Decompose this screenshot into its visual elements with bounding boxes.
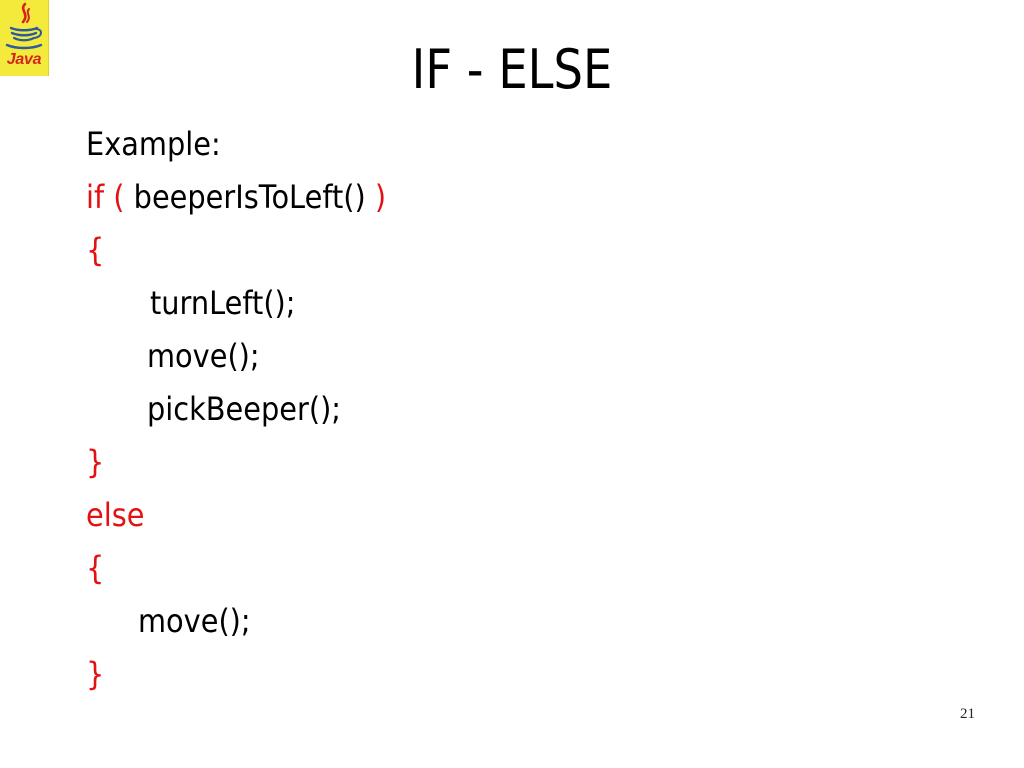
- slide-title: IF - ELSE: [411, 38, 613, 101]
- if-condition: beeperIsToLeft(): [133, 178, 366, 216]
- if-block-open: {: [86, 231, 105, 269]
- if-open-paren: (: [113, 178, 125, 216]
- if-body-statement: pickBeeper();: [147, 390, 342, 428]
- java-coffee-cup-icon: [5, 2, 43, 50]
- example-label: Example:: [86, 125, 221, 163]
- java-logo: Java: [0, 0, 49, 76]
- else-keyword: else: [86, 496, 145, 534]
- if-body-statement: move();: [147, 337, 260, 375]
- if-close-paren: ): [374, 178, 387, 216]
- page-number: 21: [960, 706, 975, 722]
- java-logo-word: Java: [6, 51, 42, 68]
- if-keyword: if: [86, 178, 105, 216]
- else-block-close: }: [86, 655, 105, 693]
- if-body-statement: turnLeft();: [150, 284, 296, 322]
- else-block-open: {: [86, 549, 105, 587]
- else-body-statement: move();: [138, 602, 251, 640]
- if-line: if ( beeperIsToLeft() ): [86, 171, 386, 224]
- if-block-close: }: [86, 443, 105, 481]
